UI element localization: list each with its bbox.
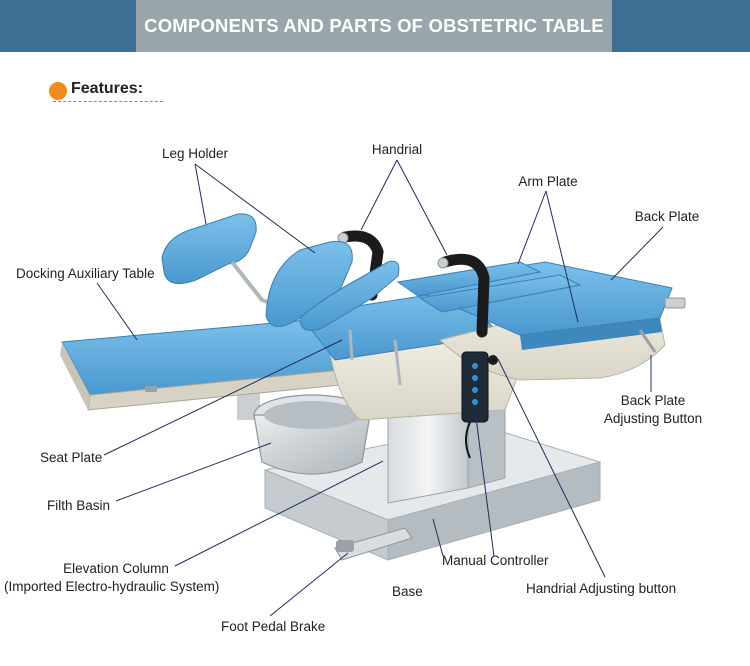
label-leg-holder: Leg Holder [161, 146, 229, 161]
manual-controller-part [461, 351, 498, 459]
arm-plate-part [396, 261, 582, 313]
leader-lines [96, 159, 664, 617]
label-elevation-column-2: (Imported Electro-hydraulic System) [4, 579, 220, 594]
label-handrial: Handrial [371, 142, 423, 157]
features-underline [53, 101, 163, 102]
label-base: Base [392, 584, 423, 599]
label-foot-pedal-brake: Foot Pedal Brake [221, 619, 326, 634]
page-title: COMPONENTS AND PARTS OF OBSTETRIC TABLE [144, 15, 604, 36]
label-arm-plate: Arm Plate [518, 174, 578, 189]
label-back-plate-adjusting-2: Adjusting Button [603, 411, 703, 426]
title-box: COMPONENTS AND PARTS OF OBSTETRIC TABLE [136, 0, 612, 52]
handrail-part [337, 230, 490, 338]
label-handrial-adjusting-button: Handrial Adjusting button [526, 581, 677, 596]
label-seat-plate: Seat Plate [40, 450, 103, 465]
label-back-plate-adjusting-1: Back Plate [620, 393, 686, 408]
docking-auxiliary-table-part [60, 317, 341, 411]
leg-holder-part [161, 213, 402, 386]
features-label: Features: [71, 80, 144, 97]
features-heading: Features: [47, 79, 163, 103]
label-docking-auxiliary-table: Docking Auxiliary Table [16, 266, 155, 281]
label-back-plate: Back Plate [634, 209, 700, 224]
label-elevation-column-1: Elevation Column [63, 561, 169, 576]
filth-basin-part [237, 392, 371, 475]
label-manual-controller: Manual Controller [442, 553, 549, 568]
label-filth-basin: Filth Basin [47, 498, 111, 513]
orange-dot-icon [49, 82, 67, 100]
foot-pedal-brake-part [334, 527, 413, 561]
